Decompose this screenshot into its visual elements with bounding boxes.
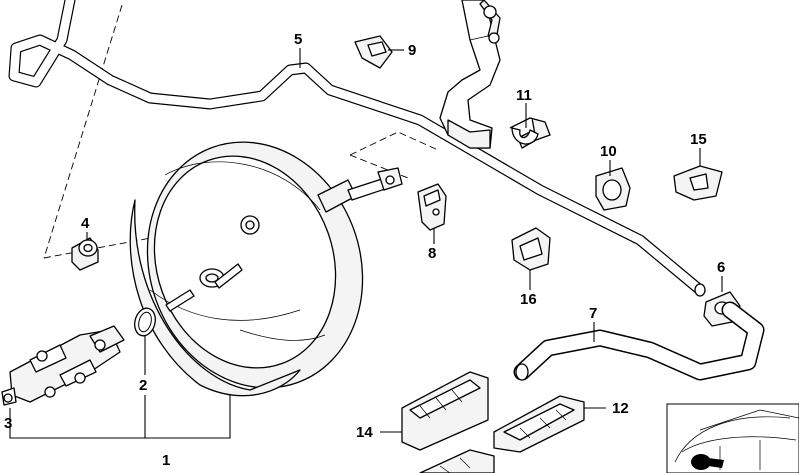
- dashed-reference-lines: [43, 4, 439, 259]
- brake-pedal: [439, 0, 501, 149]
- grommet: [71, 237, 99, 271]
- callout-14: 14: [356, 424, 373, 441]
- cover-14: [401, 371, 489, 451]
- grommet-10: [595, 167, 631, 211]
- vehicle-thumbnail: [666, 403, 799, 473]
- cover-12: [493, 395, 585, 453]
- brake-line-pipe: [8, 0, 706, 297]
- bracket-8: [417, 183, 447, 231]
- callout-labels: 1 2 3 4 5 6 7 8 9 10 11 12 14 15 16: [4, 31, 725, 469]
- callout-1: 1: [162, 452, 170, 469]
- clip-11: [509, 117, 551, 149]
- clip-9: [354, 35, 393, 69]
- callout-5: 5: [294, 31, 302, 48]
- clip-16: [511, 227, 551, 271]
- clip-15: [673, 165, 723, 201]
- callout-4: 4: [81, 215, 90, 232]
- master-cylinder: [1, 325, 125, 406]
- callout-3: 3: [4, 415, 12, 432]
- brake-booster: [129, 141, 403, 397]
- callout-8: 8: [428, 245, 436, 262]
- o-ring: [134, 307, 156, 337]
- callout-7: 7: [589, 305, 597, 322]
- callout-9: 9: [408, 42, 416, 59]
- callout-10: 10: [600, 143, 617, 160]
- cover-bottom: [419, 449, 495, 473]
- callout-11: 11: [516, 87, 532, 104]
- leader-lines: [9, 48, 723, 439]
- callout-15: 15: [690, 131, 707, 148]
- callout-2: 2: [139, 377, 147, 394]
- callout-12: 12: [612, 400, 629, 417]
- vacuum-hose: [513, 301, 765, 381]
- callout-16: 16: [520, 291, 537, 308]
- callout-6: 6: [717, 259, 725, 276]
